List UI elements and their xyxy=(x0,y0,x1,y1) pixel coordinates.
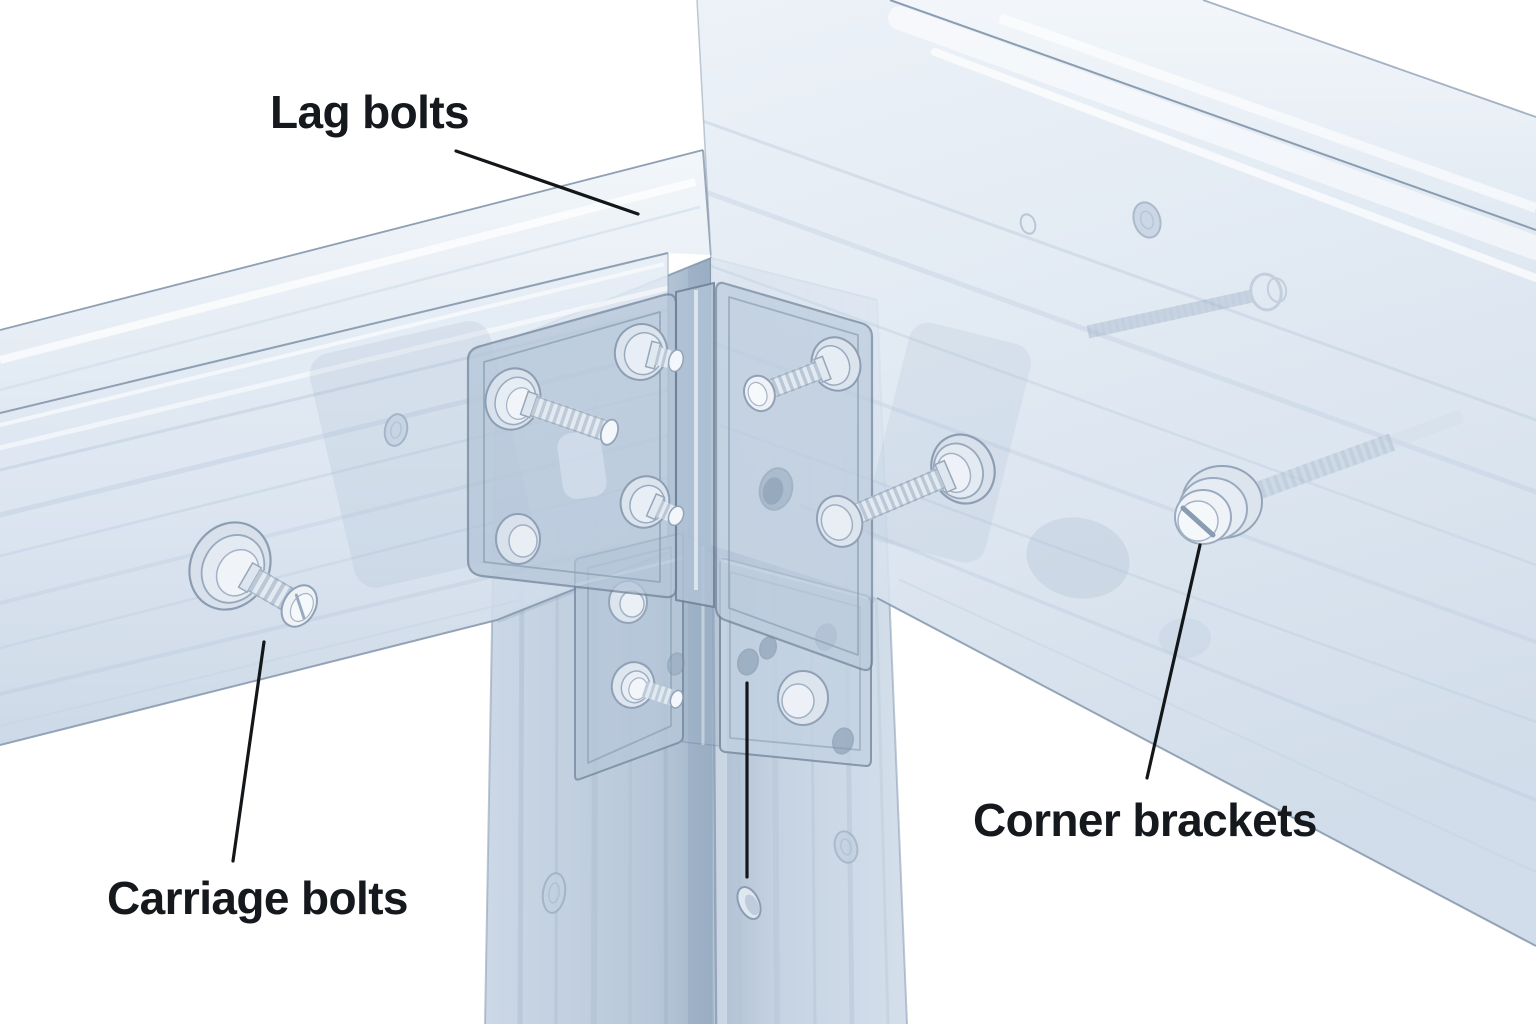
lag-screw-right-wing xyxy=(743,336,862,413)
wood-knot xyxy=(833,830,859,864)
label-corner-brackets: Corner brackets xyxy=(973,794,1317,846)
bracket-bolt-cap-dome xyxy=(781,683,815,719)
left-rail-front-top-edge xyxy=(0,252,669,414)
left-rail-top-highlight xyxy=(0,178,696,364)
right-rail-front-top-edge xyxy=(889,0,1536,231)
bracket-plug-dome xyxy=(508,524,538,558)
screw-head-on-right-rail xyxy=(1174,409,1465,545)
ghost-shaft xyxy=(1234,409,1465,507)
right-rail-far-top-edge xyxy=(1202,0,1536,118)
label-lag-bolts: Lag bolts xyxy=(270,86,470,138)
wood-knot xyxy=(1132,201,1162,239)
bracket-hole xyxy=(758,467,794,511)
lag-bolt-lower-left xyxy=(610,661,684,709)
label-carriage-bolts: Carriage bolts xyxy=(107,872,409,924)
left-rail-chamfer-highlight xyxy=(0,262,665,427)
right-rail-bottom-edge xyxy=(876,597,1536,947)
lag-bolt-bottom xyxy=(619,475,685,529)
lag-bolt-top xyxy=(613,323,684,381)
upper-left-wing-cutout xyxy=(557,431,607,499)
upper-right-wing-inner-line xyxy=(728,296,859,656)
left-rail-far-top-edge xyxy=(0,149,704,331)
leader-line-carriage-bolts xyxy=(231,640,266,863)
leader-line-lag-bolts xyxy=(454,149,640,216)
wood-knot xyxy=(383,413,409,447)
left-rail-top-grain xyxy=(0,205,701,392)
pilot-hole xyxy=(736,886,762,920)
carriage-bolt-on-left-rail xyxy=(188,521,318,628)
corner-bracket-upper xyxy=(466,281,996,672)
screw-slot xyxy=(1180,505,1216,538)
wood-knot xyxy=(541,872,567,914)
right-rail-front-face xyxy=(697,0,1536,946)
right-rail-end-seam xyxy=(696,0,712,259)
through-bolt-right xyxy=(815,433,996,548)
upper-left-wing-inner-line xyxy=(483,311,661,583)
wood-knot xyxy=(1019,213,1037,235)
carriage-bolt-on-bracket xyxy=(484,367,620,446)
left-rail-top-face xyxy=(0,150,711,413)
leader-line-corner-brackets xyxy=(1145,543,1202,780)
bracket-hole xyxy=(667,652,685,676)
bracket-hole-shadow xyxy=(762,477,784,505)
ghost-screw-in-right-rail xyxy=(1086,272,1288,339)
leader-lines xyxy=(231,149,1202,879)
right-rail-top-highlight xyxy=(998,13,1536,213)
